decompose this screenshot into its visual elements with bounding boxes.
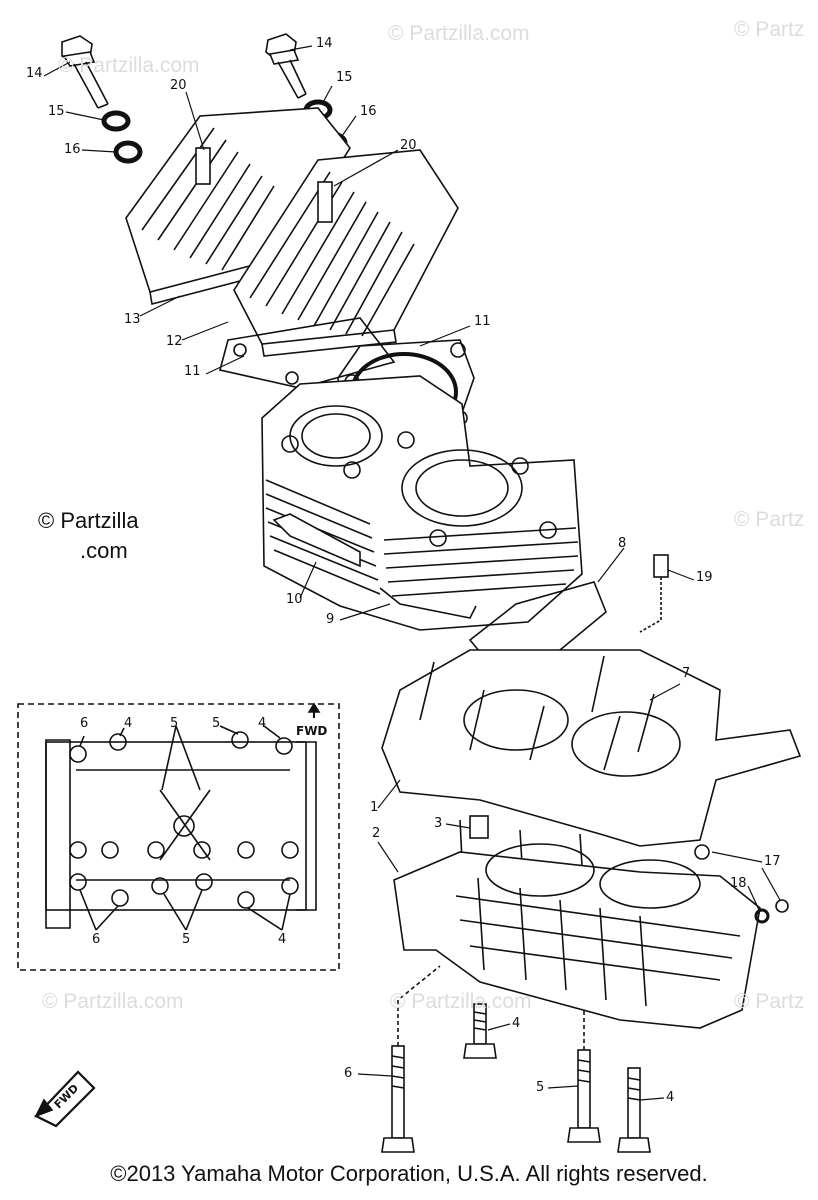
callout-15-right: 15 xyxy=(336,70,353,85)
callout-5: 5 xyxy=(536,1080,545,1095)
inset-top-label-6: 6 xyxy=(80,716,89,731)
callout-3: 3 xyxy=(434,816,443,831)
callout-18: 18 xyxy=(730,876,747,891)
partzilla-watermark: © Partzilla .com xyxy=(38,506,139,566)
watermark-top-right: © Partzilla.com xyxy=(388,22,530,45)
callout-7: 7 xyxy=(682,666,691,681)
inset-bottom-label-6: 6 xyxy=(92,932,101,947)
inset-fwd-label: FWD xyxy=(296,724,328,738)
bolt-14-right xyxy=(265,33,307,99)
callout-10: 10 xyxy=(286,592,303,607)
partzilla-watermark-line2: .com xyxy=(80,538,128,563)
washer-18 xyxy=(754,908,770,924)
inset-top-label-4b: 4 xyxy=(258,716,267,731)
callout-12: 12 xyxy=(166,334,183,349)
inset-top-label-5b: 5 xyxy=(212,716,221,731)
inset-bottom-label-5: 5 xyxy=(182,932,191,947)
watermark-top-center: © Partzilla.com xyxy=(58,54,200,77)
inset-top-label-5a: 5 xyxy=(170,716,179,731)
callout-4-long: 4 xyxy=(666,1090,675,1105)
watermark-bottom-right: © Partz xyxy=(734,990,805,1013)
base-gasket-10 xyxy=(272,513,361,568)
base-gasket-9 xyxy=(379,587,477,619)
callout-19: 19 xyxy=(696,570,713,585)
watermark-bottom-center: © Partzilla.com xyxy=(390,990,532,1013)
screw-17-b xyxy=(775,899,789,913)
callout-9: 9 xyxy=(326,612,335,627)
plug-3 xyxy=(469,815,489,839)
callout-20-right: 20 xyxy=(400,138,417,153)
bolt-4-short xyxy=(463,1003,497,1059)
stud-19 xyxy=(639,554,669,633)
callout-20-left: 20 xyxy=(170,78,187,93)
callout-16-right: 16 xyxy=(360,104,377,119)
lower-crankcase-2 xyxy=(393,843,761,1029)
callout-15-left: 15 xyxy=(48,104,65,119)
callout-17: 17 xyxy=(764,854,781,869)
callout-13: 13 xyxy=(124,312,141,327)
callout-1: 1 xyxy=(370,800,379,815)
callout-8: 8 xyxy=(618,536,627,551)
watermark-bottom-left: © Partzilla.com xyxy=(42,990,184,1013)
callout-4-short: 4 xyxy=(512,1016,521,1031)
callout-6: 6 xyxy=(344,1066,353,1081)
watermark-top-edge: © Partz xyxy=(734,18,805,41)
inset-bottom-view xyxy=(17,702,340,971)
upper-crankcase-1 xyxy=(381,649,802,867)
washer-15-left xyxy=(101,110,131,132)
cylinder-head-12 xyxy=(233,149,459,357)
cylinder-head-13 xyxy=(125,107,351,305)
bolt-5 xyxy=(567,1010,601,1143)
callout-16-left: 16 xyxy=(64,142,81,157)
callout-14-right: 14 xyxy=(316,36,333,51)
bolt-4-long xyxy=(617,1067,651,1153)
cylinder-block xyxy=(261,375,583,631)
partzilla-watermark-line1: © Partzilla xyxy=(38,508,139,533)
screw-17-a xyxy=(694,844,710,860)
callout-11-left: 11 xyxy=(184,364,201,379)
leader-lines xyxy=(43,45,781,1101)
washer-16-left xyxy=(113,140,143,164)
inset-top-label-4a: 4 xyxy=(124,716,133,731)
copyright-notice: ©2013 Yamaha Motor Corporation, U.S.A. A… xyxy=(110,1161,708,1186)
fwd-arrow-badge xyxy=(34,1070,96,1128)
inset-bottom-label-4: 4 xyxy=(278,932,287,947)
callout-14-left: 14 xyxy=(26,66,43,81)
watermark-mid-right: © Partz xyxy=(734,508,805,531)
callout-2: 2 xyxy=(372,826,381,841)
head-gasket-11-left xyxy=(219,317,396,389)
callout-11-right: 11 xyxy=(474,314,491,329)
bolt-6 xyxy=(381,965,441,1153)
